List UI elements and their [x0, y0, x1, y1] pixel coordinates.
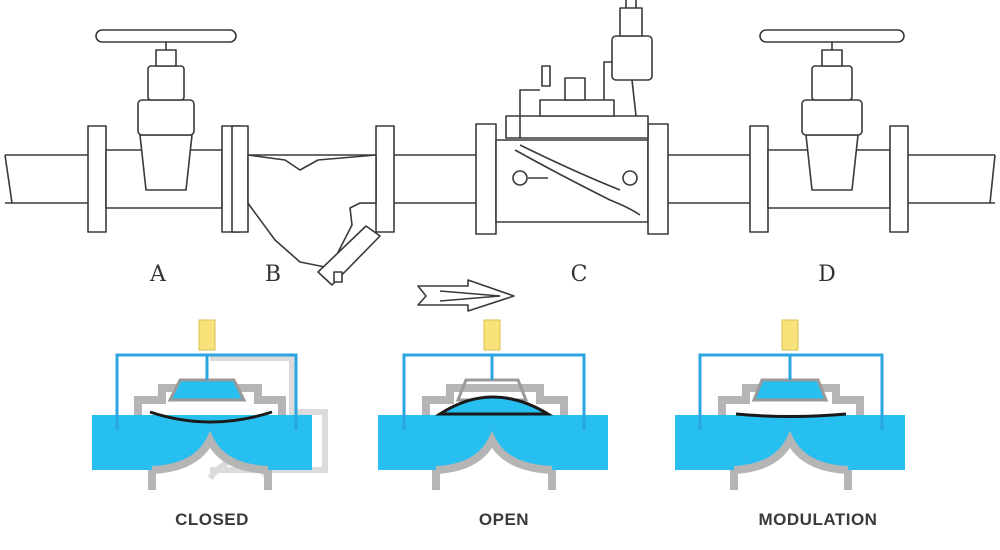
pilot-fitting — [198, 319, 216, 351]
component-label-d: D — [818, 262, 836, 287]
diaphragm-open — [434, 395, 554, 416]
water-fill — [92, 415, 312, 471]
pipeline-assembly: A B C D — [4, 0, 996, 312]
pilot-fitting — [781, 319, 799, 351]
strainer-b — [231, 125, 395, 286]
control-chamber — [751, 378, 829, 402]
modulation-state-diagram — [675, 319, 905, 490]
pilot-fitting — [483, 319, 501, 351]
control-chamber — [167, 378, 247, 402]
control-valve-c — [475, 0, 669, 235]
diaphragm-modulating — [735, 412, 847, 418]
closed-state-diagram — [92, 319, 328, 490]
pilot-tube — [402, 353, 586, 430]
open-state-diagram — [378, 319, 608, 490]
state-label-modulation: MODULATION — [759, 510, 878, 529]
component-label-c: C — [571, 262, 588, 287]
diaphragm-closed — [149, 410, 273, 424]
state-label-closed: CLOSED — [175, 510, 249, 529]
gate-valve-d — [749, 29, 909, 233]
component-label-b: B — [265, 262, 281, 287]
valve-body — [422, 384, 568, 490]
component-label-a: A — [149, 262, 167, 287]
state-label-open: OPEN — [479, 510, 529, 529]
flow-direction-arrow — [417, 279, 515, 312]
gate-valve-a — [87, 29, 241, 233]
